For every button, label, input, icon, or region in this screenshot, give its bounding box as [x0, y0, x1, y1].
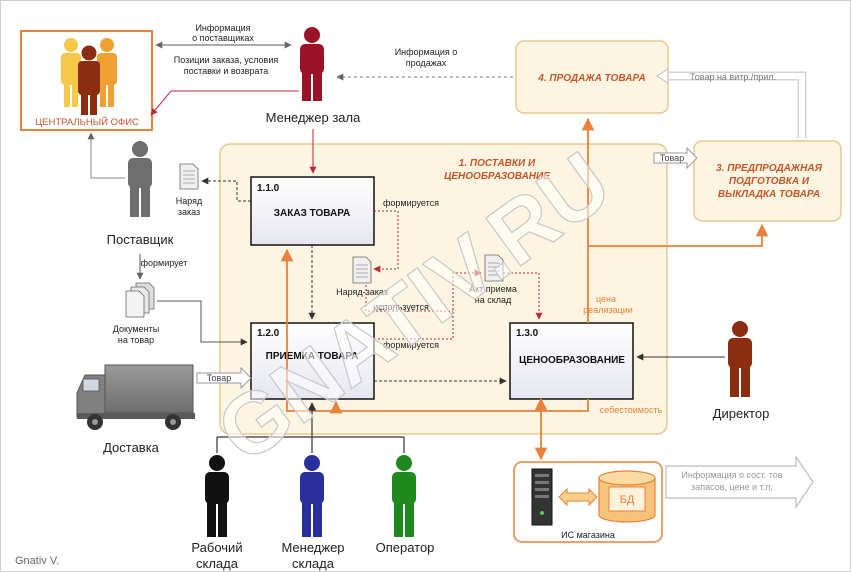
goods-documents-label-2: на товар — [118, 335, 154, 345]
store-info-label-2: запасов, цене и т.л. — [691, 482, 773, 492]
showcase-flow-arrow — [669, 71, 807, 138]
sales-info-label-1: Информация о — [395, 47, 458, 57]
director-label: Директор — [713, 406, 770, 421]
supplier-info-label-2: о поставщиках — [192, 33, 254, 43]
process-order-box: 1.1.0 ЗАКАЗ ТОВАРА — [250, 176, 375, 246]
warehouse-worker-label-1: Рабочий — [191, 540, 242, 555]
process-pricing-id: 1.3.0 — [516, 328, 539, 339]
formed-label-1: формируется — [383, 198, 439, 208]
hall-manager-person-icon — [300, 27, 324, 101]
form-used-link — [365, 285, 453, 312]
warehouse-manager-label-1: Менеджер — [281, 540, 344, 555]
order-forms-form-arrow — [373, 210, 399, 273]
docs-to-receipt-arrow — [157, 300, 248, 346]
office-supplier-link — [87, 132, 125, 179]
central-office-people-icon — [61, 38, 117, 115]
goods-documents-stack-icon — [125, 282, 155, 318]
receipt-forms-act-arrow — [374, 269, 482, 340]
forms-label: формирует — [141, 258, 188, 268]
order-to-slip-arrow — [201, 177, 251, 202]
acceptance-act-document-icon — [484, 254, 504, 282]
central-office-label: ЦЕНТРАЛЬНЫЙ ОФИС — [35, 116, 139, 128]
act-to-pricing-arrow — [503, 272, 543, 320]
sync-arrow-icon — [558, 487, 598, 507]
author-label: Gnativ V. — [15, 555, 59, 567]
staff-connector-lines — [216, 402, 405, 453]
process-receipt-box: 1.2.0 ПРИЕМКА ТОВАРА — [250, 322, 375, 400]
director-person-icon — [728, 321, 752, 397]
sale-price-label-2: реализации — [583, 305, 633, 315]
process-order-name: ЗАКАЗ ТОВАРА — [274, 208, 350, 219]
delivery-label: Доставка — [103, 440, 160, 455]
order-positions-label-2: поставки и возврата — [184, 66, 269, 76]
order-form-label: Наряд-заказ — [336, 287, 388, 297]
process-order-id: 1.1.0 — [257, 183, 280, 194]
process-group-title-1: 1. ПОСТАВКИ И — [459, 158, 536, 169]
database-icon — [598, 470, 656, 523]
goods-to-showcase-label: Товар на витр./прил. — [690, 72, 776, 82]
presale-label-1: 3. ПРЕДПРОДАЖНАЯ — [716, 163, 823, 174]
sale-price-label-1: цена — [596, 294, 616, 304]
goods-documents-label-1: Документы — [113, 324, 159, 334]
goods-to-presale-arrow — [653, 146, 698, 170]
supplier-person-icon — [128, 141, 152, 217]
supplier-info-label-1: Информация — [195, 23, 250, 33]
process-receipt-name: ПРИЕМКА ТОВАРА — [266, 351, 359, 362]
sales-info-label-2: продажах — [406, 58, 447, 68]
server-icon — [531, 468, 553, 526]
formed-label-2: формируется — [383, 340, 439, 350]
hall-to-office-arrow — [150, 90, 299, 116]
cost-price-label: себестоимость — [600, 405, 663, 415]
orange-flows — [280, 117, 769, 461]
process-receipt-id: 1.2.0 — [257, 328, 280, 339]
store-info-label-1: Информация о сост. тов — [681, 470, 782, 480]
goods-to-presale-label: Товар — [660, 153, 685, 163]
warehouse-worker-label-2: склада — [196, 556, 239, 571]
process-pricing-name: ЦЕНООБРАЗОВАНИЕ — [519, 355, 625, 366]
supplier-label: Поставщик — [107, 232, 174, 247]
truck-goods-arrow — [196, 366, 252, 390]
order-form-document-icon — [352, 256, 372, 284]
order-slip-label-2: заказ — [178, 207, 200, 217]
presale-label-3: ВЫКЛАДКА ТОВАРА — [718, 189, 820, 200]
acceptance-act-label-1: Акт приема — [469, 284, 517, 294]
hall-manager-label: Менеджер зала — [266, 110, 361, 125]
process-group-title-2: ЦЕНООБРАЗОВАНИЕ — [444, 171, 550, 182]
order-positions-label-1: Позиции заказа, условия — [174, 55, 279, 65]
presale-process-box — [693, 140, 842, 222]
delivery-truck-icon — [76, 364, 195, 430]
operator-person-icon — [392, 455, 416, 537]
operator-label: Оператор — [376, 540, 435, 555]
sale-process-label: 4. ПРОДАЖА ТОВАРА — [537, 73, 645, 84]
store-is-label: ИС магазина — [561, 530, 615, 540]
order-slip-document-icon — [179, 163, 199, 190]
process-pricing-box: 1.3.0 ЦЕНООБРАЗОВАНИЕ — [509, 322, 634, 400]
used-label: используется — [373, 302, 429, 312]
warehouse-manager-person-icon — [300, 455, 324, 537]
acceptance-act-label-2: на склад — [475, 295, 512, 305]
warehouse-manager-label-2: склада — [292, 556, 335, 571]
warehouse-worker-person-icon — [205, 455, 229, 537]
db-label: БД — [620, 494, 635, 506]
presale-label-2: ПОДГОТОВКА И — [729, 176, 810, 187]
truck-goods-label: Товар — [207, 373, 232, 383]
order-slip-label-1: Наряд — [176, 196, 203, 206]
store-info-output-arrow — [665, 455, 814, 509]
